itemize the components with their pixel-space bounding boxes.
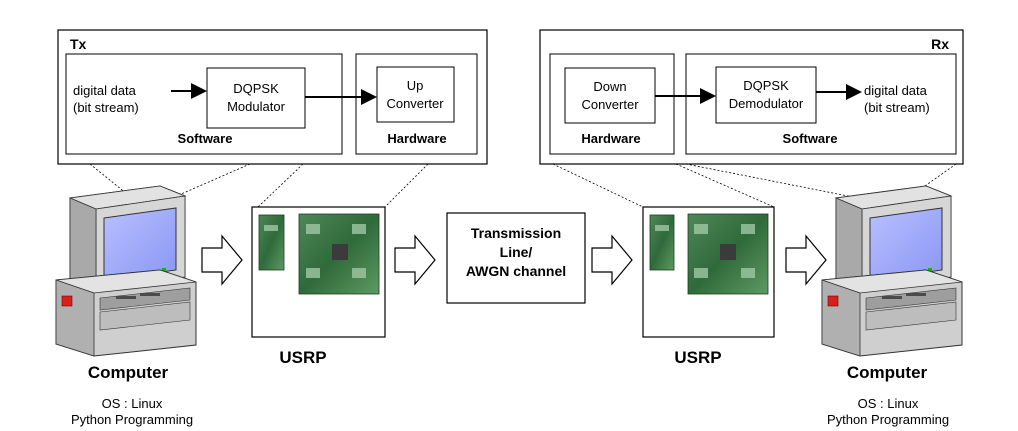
- left-usrp-label: USRP: [279, 348, 326, 367]
- right-os-text: OS : Linux: [858, 396, 919, 411]
- demodulator-line1: DQPSK: [743, 78, 789, 93]
- channel-box: [446, 212, 586, 304]
- right-badge-icon: [827, 295, 839, 307]
- up-converter-box: [376, 66, 455, 123]
- left-screen: [103, 207, 177, 281]
- rx-output-line1: digital data: [864, 83, 928, 98]
- right-usrp-label: USRP: [674, 348, 721, 367]
- left-computer-label: Computer: [88, 363, 169, 382]
- down-converter-line2: Converter: [581, 97, 639, 112]
- channel-line1: Transmission: [471, 225, 561, 241]
- callout-lines: [89, 163, 957, 208]
- tx-input-line1: digital data: [73, 83, 137, 98]
- left-badge-icon: [61, 295, 73, 307]
- dqpsk-modulator-box: [206, 67, 306, 129]
- up-converter-line2: Converter: [386, 96, 444, 111]
- left-computer: Computer OS : Linux Python Programming: [55, 185, 197, 427]
- tx-label: Tx: [70, 36, 87, 52]
- right-usrp-daughterboard: [649, 214, 675, 271]
- rx-output-line2: (bit stream): [864, 100, 930, 115]
- channel-block: Transmission Line/ AWGN channel: [446, 212, 586, 304]
- rx-label: Rx: [931, 36, 949, 52]
- tx-hardware-label: Hardware: [387, 131, 446, 146]
- right-programming-text: Python Programming: [827, 412, 949, 427]
- usrp-to-channel-arrow: [394, 234, 436, 286]
- left-usrp-daughterboard: [258, 214, 285, 271]
- left-os-text: OS : Linux: [102, 396, 163, 411]
- channel-line2: Line/: [500, 244, 533, 260]
- right-power-led: [928, 268, 932, 272]
- right-screen: [869, 207, 943, 281]
- left-programming-text: Python Programming: [71, 412, 193, 427]
- tx-software-label: Software: [178, 131, 233, 146]
- rx-hardware-label: Hardware: [581, 131, 640, 146]
- modulator-line1: DQPSK: [233, 81, 279, 96]
- channel-line3: AWGN channel: [466, 263, 566, 279]
- channel-to-usrp-arrow: [591, 234, 633, 286]
- rx-panel: Rx Down Converter Hardware DQPSK Demodul…: [539, 29, 964, 165]
- dqpsk-demodulator-box: [715, 66, 817, 124]
- demodulator-line2: Demodulator: [729, 96, 804, 111]
- left-power-led: [162, 268, 166, 272]
- tx-input-line2: (bit stream): [73, 100, 139, 115]
- usrp-to-computer-arrow: [785, 234, 827, 286]
- left-usrp: USRP: [251, 206, 386, 367]
- rx-software-label: Software: [783, 131, 838, 146]
- right-computer-label: Computer: [847, 363, 928, 382]
- down-converter-box: [564, 67, 656, 124]
- down-converter-line1: Down: [593, 79, 626, 94]
- computer-to-usrp-arrow: [201, 234, 243, 286]
- right-computer: Computer OS : Linux Python Programming: [821, 185, 963, 427]
- hollow-flow-arrows: [201, 234, 827, 286]
- tx-panel: Tx digital data (bit stream) DQPSK Modul…: [57, 29, 488, 165]
- up-converter-line1: Up: [407, 78, 424, 93]
- modulator-line2: Modulator: [227, 99, 285, 114]
- right-usrp: USRP: [642, 206, 775, 367]
